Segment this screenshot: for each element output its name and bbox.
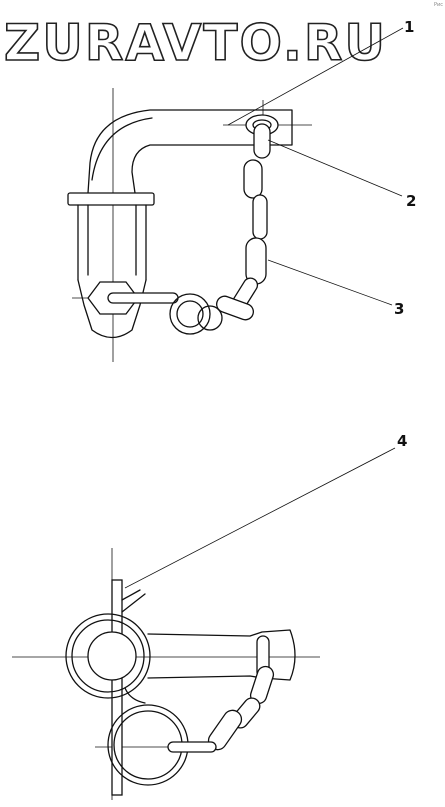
bracket-plate — [111, 579, 123, 796]
spring-clip — [121, 589, 146, 613]
pin-with-chain-side-view — [12, 548, 320, 800]
pin-shank — [77, 204, 147, 281]
bent-pin-body — [87, 109, 293, 194]
callout-2: 2 — [406, 192, 416, 210]
chain-link — [253, 123, 271, 159]
corner-mark: Рис — [433, 2, 443, 8]
pin-shaft-side — [147, 629, 296, 681]
cotter-pin — [107, 292, 179, 304]
pin-tip — [77, 279, 147, 339]
chain-ring-outer — [169, 293, 211, 335]
chain-ring-inner — [176, 300, 204, 328]
chain-link — [252, 194, 268, 240]
leader-3 — [267, 259, 393, 306]
washer-outer — [65, 613, 151, 699]
watermark: ZURAVTO.RU — [3, 13, 387, 73]
pin-head — [87, 631, 137, 681]
callouts: 1 2 3 4 — [124, 18, 416, 589]
ring-hook — [124, 687, 146, 704]
bent-pin-inner-line — [91, 117, 153, 181]
leader-2 — [267, 139, 403, 197]
leader-4 — [124, 447, 396, 589]
leader-1 — [227, 27, 404, 126]
pin-collar — [67, 192, 155, 206]
watermark-text: ZURAVTO.RU — [4, 14, 387, 72]
chain-link — [245, 237, 267, 285]
cotter-pin-lower — [167, 741, 217, 753]
callout-4: 4 — [397, 432, 407, 450]
callout-3: 3 — [394, 300, 404, 318]
washer-middle — [71, 619, 145, 693]
pin-with-chain-top-view — [67, 88, 312, 362]
chain-link — [216, 295, 254, 321]
callout-1: 1 — [404, 18, 414, 36]
chain-link — [243, 159, 263, 199]
chain-link-round — [197, 305, 223, 331]
